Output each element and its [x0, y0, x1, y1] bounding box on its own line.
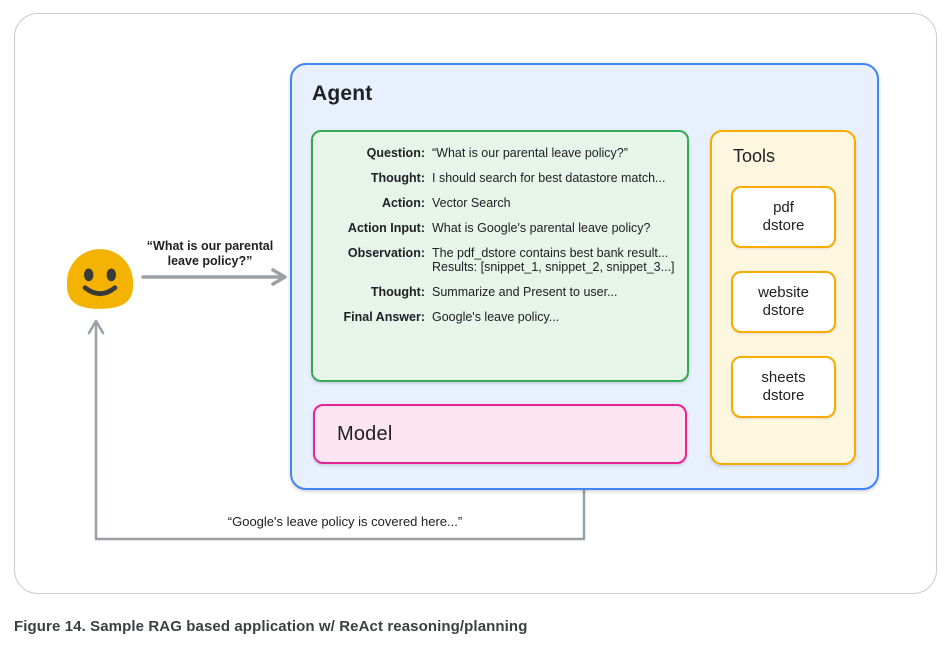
react-row-thought-2: Thought: Summarize and Present to user..… [331, 285, 675, 299]
react-row-label: Observation: [347, 246, 425, 260]
user-request-label: “What is our parental leave policy?” [134, 239, 286, 268]
react-row-label: Final Answer: [343, 310, 426, 324]
tool-label-line2: dstore [762, 387, 805, 404]
tool-label-line1: website [758, 284, 809, 301]
smiley-face-icon [66, 249, 134, 309]
react-row-label: Thought: [370, 171, 425, 185]
figure-caption: Figure 14. Sample RAG based application … [14, 618, 528, 635]
model-box: Model [313, 404, 687, 464]
user-request-line1: “What is our parental [146, 239, 274, 253]
react-row-value: “What is our parental leave policy?” [432, 146, 628, 160]
tool-label-line2: dstore [762, 302, 805, 319]
tools-title: Tools [733, 146, 776, 166]
react-row-value: Summarize and Present to user... [432, 285, 618, 299]
tool-label-line2: dstore [762, 217, 805, 234]
react-row-label: Thought: [370, 285, 425, 299]
agent-response-label: “Google's leave policy is covered here..… [227, 514, 463, 529]
react-row-value: The pdf_dstore contains best bank result… [432, 246, 675, 274]
react-row-label: Question: [366, 146, 425, 160]
react-row-action: Action: Vector Search [331, 196, 675, 210]
react-row-value: Google's leave policy... [432, 310, 560, 324]
observation-line2: Results: [snippet_1, snippet_2, snippet_… [432, 260, 675, 274]
react-row-value: Vector Search [432, 196, 511, 210]
react-row-thought-1: Thought: I should search for best datast… [331, 171, 675, 185]
tool-item-pdf-dstore: pdf dstore [731, 186, 836, 248]
observation-line1: The pdf_dstore contains best bank result… [432, 246, 669, 260]
tool-label-line1: pdf [773, 199, 794, 216]
react-row-label: Action Input: [347, 221, 425, 235]
react-row-action-input: Action Input: What is Google's parental … [331, 221, 675, 235]
react-row-question: Question: “What is our parental leave po… [331, 146, 675, 160]
react-trace-box: Question: “What is our parental leave po… [311, 130, 689, 382]
user-request-line2: leave policy?” [167, 253, 253, 268]
react-row-value: What is Google's parental leave policy? [432, 221, 651, 235]
react-row-final-answer: Final Answer: Google's leave policy... [331, 310, 675, 324]
agent-title: Agent [312, 82, 373, 105]
model-title: Model [337, 422, 393, 445]
tool-item-sheets-dstore: sheets dstore [731, 356, 836, 418]
tool-label-line1: sheets [761, 369, 806, 386]
react-row-value: I should search for best datastore match… [432, 171, 666, 185]
react-row-observation: Observation: The pdf_dstore contains bes… [331, 246, 675, 274]
tool-item-website-dstore: website dstore [731, 271, 836, 333]
react-row-label: Action: [381, 196, 425, 210]
